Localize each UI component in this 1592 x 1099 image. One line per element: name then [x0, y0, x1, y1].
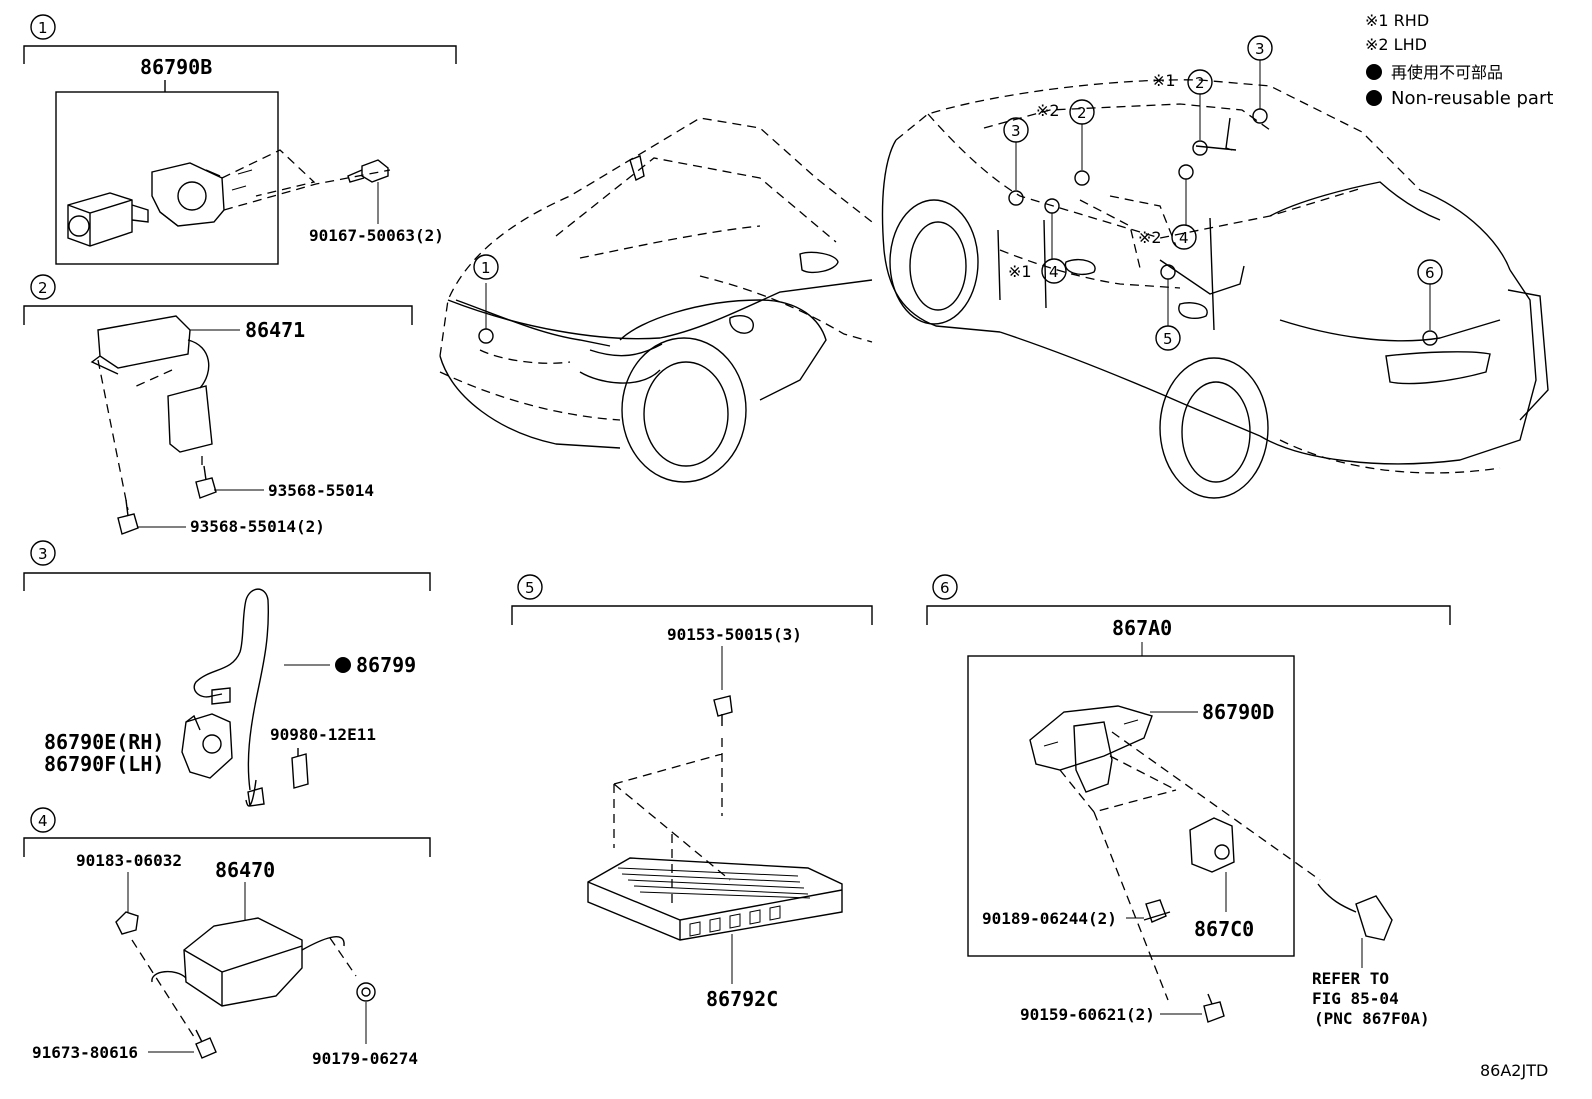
- ecu-86792C-label: 86792C: [706, 987, 778, 1011]
- camera-867C0-label: 867C0: [1194, 917, 1254, 941]
- legend-rhd: ※1 RHD: [1365, 11, 1429, 30]
- screw-90159-60621-label: 90159-60621(2): [1020, 1005, 1155, 1024]
- section-1-number: 1: [38, 19, 48, 37]
- clip-90189-06244-label: 90189-06244(2): [982, 909, 1117, 928]
- section-3: 3 86799 86790E(RH) 86790F(LH) 90980-12E1…: [23, 540, 431, 807]
- callout-2b: 2: [1077, 104, 1087, 122]
- screw-icon: [117, 499, 139, 535]
- wire-connector-icon: [1317, 883, 1393, 941]
- callout-4b: 4: [1049, 263, 1059, 281]
- camera-86790E-rh-label: 86790E(RH): [44, 730, 164, 754]
- section-6-number: 6: [940, 579, 950, 597]
- control-unit-86470-icon: [151, 917, 345, 1007]
- unit-86470-label: 86470: [215, 858, 275, 882]
- mark-lhd-4: ※2: [1138, 228, 1162, 247]
- screw-90167-50063-label: 90167-50063(2): [309, 226, 444, 245]
- legend-non-reusable-en: Non-reusable part: [1391, 88, 1553, 109]
- harness-86799-icon: [193, 588, 270, 807]
- section-5: 5 90153-50015(3) 86792C: [511, 574, 873, 1011]
- section-2: 2 86471 93568-55014 93568-55014(2): [23, 274, 413, 536]
- screw-93568-55014-label: 93568-55014: [268, 481, 374, 500]
- camera-module-icon: [67, 192, 149, 247]
- camera-bracket-86790D-icon: [1029, 705, 1153, 793]
- camera-bracket-icon: [151, 162, 225, 227]
- part-86790B-label: 86790B: [140, 55, 212, 79]
- diagram-code: 86A2JTD: [1480, 1061, 1548, 1080]
- sensor-86471-icon: [90, 315, 213, 453]
- screw-93568-55014-2-label: 93568-55014(2): [190, 517, 325, 536]
- callout-2a: 2: [1195, 74, 1205, 92]
- right-wheel-icon: [1159, 357, 1269, 499]
- section-3-number: 3: [38, 545, 48, 563]
- front-vehicle-drawing: 1: [439, 117, 873, 483]
- screw-icon: [347, 159, 389, 183]
- section-4-number: 4: [38, 812, 48, 830]
- section-1: 1 86790B 90167-50063(2): [23, 14, 457, 265]
- nut-90179-06274-label: 90179-06274: [312, 1049, 418, 1068]
- camera-867C0-icon: [1189, 817, 1235, 873]
- bolt-91673-80616-label: 91673-80616: [32, 1043, 138, 1062]
- callout-3b: 3: [1011, 122, 1021, 140]
- clip-icon: [1143, 899, 1171, 923]
- clip-icon: [115, 911, 139, 935]
- connector-90980-12E11-label: 90980-12E11: [270, 725, 376, 744]
- callout-5: 5: [1163, 330, 1173, 348]
- refer-pnc-label: (PNC 867F0A): [1314, 1009, 1430, 1028]
- legend-lhd: ※2 LHD: [1365, 35, 1427, 54]
- non-reusable-dot-icon: [1366, 90, 1382, 106]
- non-reusable-dot-icon: [335, 657, 351, 673]
- rear-vehicle-drawing: 3 ※1 2 ※2 2 3 ※2 4 ※1 4 5 6: [881, 35, 1549, 499]
- refer-to-label: REFER TO: [1312, 969, 1389, 988]
- front-wheel-icon: [621, 337, 747, 483]
- screw-icon: [713, 695, 733, 726]
- camera-86790F-lh-label: 86790F(LH): [44, 752, 164, 776]
- bolt-icon: [195, 1029, 217, 1059]
- screw-icon: [195, 465, 217, 499]
- callout-6: 6: [1425, 264, 1435, 282]
- left-wheel-icon: [889, 199, 979, 325]
- ecu-86792C-icon: [587, 857, 843, 941]
- part-86799-label: 86799: [356, 653, 416, 677]
- callout-3a: 3: [1255, 40, 1265, 58]
- refer-fig-label: FIG 85-04: [1312, 989, 1399, 1008]
- assy-867A0-label: 867A0: [1112, 616, 1172, 640]
- legend: ※1 RHD ※2 LHD 再使用不可部品 Non-reusable part: [1365, 11, 1553, 109]
- part-86471-label: 86471: [245, 318, 305, 342]
- mark-rhd-top: ※1: [1152, 71, 1176, 90]
- non-reusable-dot-icon: [1366, 64, 1382, 80]
- section-5-number: 5: [525, 579, 535, 597]
- section-6: 6 867A0 86790D 867C0 90189-06244(2) 9015…: [926, 574, 1451, 1028]
- legend-non-reusable-jp: 再使用不可部品: [1391, 63, 1503, 82]
- clip-90183-06032-label: 90183-06032: [76, 851, 182, 870]
- bracket-86790D-label: 86790D: [1202, 700, 1274, 724]
- callout-1: 1: [481, 259, 491, 277]
- screw-90153-50015-label: 90153-50015(3): [667, 625, 802, 644]
- callout-4a: 4: [1179, 229, 1189, 247]
- mark-rhd-4: ※1: [1008, 262, 1032, 281]
- screw-icon: [1203, 993, 1225, 1023]
- mark-lhd-mid: ※2: [1036, 101, 1060, 120]
- side-camera-icon: [181, 713, 233, 779]
- connector-icon: [291, 748, 309, 789]
- nut-icon: [356, 982, 376, 1002]
- section-4: 4 90183-06032 86470 91673-80616 90179-06…: [23, 807, 431, 1068]
- section-2-number: 2: [38, 279, 48, 297]
